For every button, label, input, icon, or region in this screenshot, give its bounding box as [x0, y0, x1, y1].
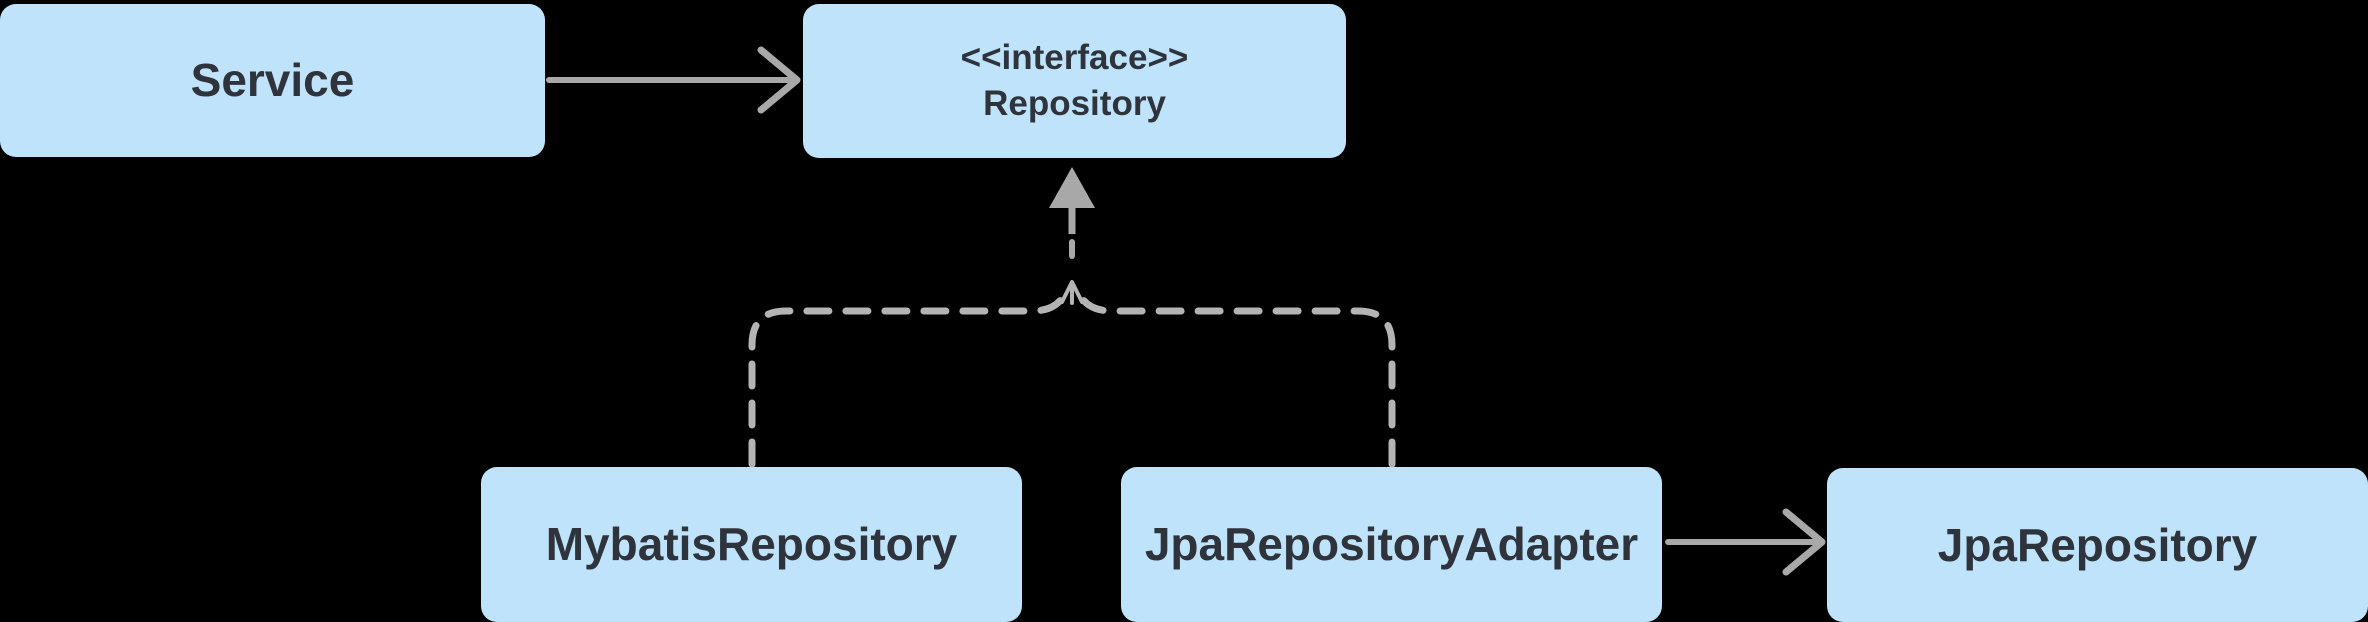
edge-adapter-to-jparepository [1665, 508, 1826, 576]
realization-arrowhead-icon [1049, 167, 1095, 305]
edge-mybatis-to-repository [748, 284, 1071, 468]
node-repository-label: Repository [983, 84, 1166, 123]
open-arrowhead-icon [757, 46, 801, 114]
node-jpa-repository-adapter: JpaRepositoryAdapter [1121, 467, 1662, 622]
open-arrowhead-icon [1782, 508, 1826, 576]
node-mybatis-repository-label: MybatisRepository [545, 518, 958, 571]
node-repository-stereotype: <<interface>> [960, 38, 1189, 77]
node-repository-interface: <<interface>> Repository [803, 4, 1346, 158]
node-jpa-repository-label: JpaRepository [1937, 518, 2258, 571]
node-jpa-repository-adapter-label: JpaRepositoryAdapter [1144, 518, 1639, 571]
node-jpa-repository: JpaRepository [1827, 468, 2368, 622]
edge-service-to-repository [546, 46, 801, 114]
node-service-label: Service [190, 54, 355, 107]
edge-adapter-to-repository [1073, 284, 1396, 468]
node-service: Service [0, 4, 545, 157]
node-mybatis-repository: MybatisRepository [481, 467, 1022, 622]
